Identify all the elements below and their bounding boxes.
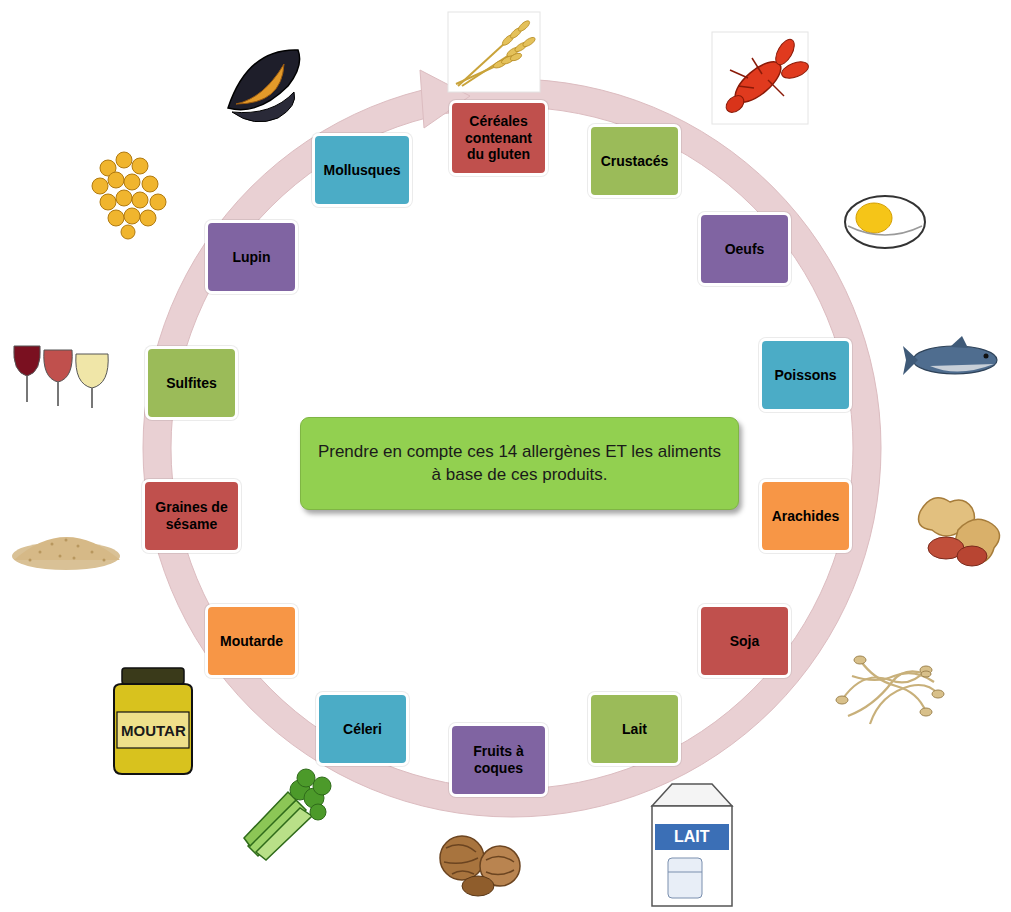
allergen-box: Sulfites: [145, 346, 238, 420]
mussel-icon: [228, 50, 300, 122]
allergen-box: Lait: [588, 692, 681, 766]
allergen-box: Arachides: [759, 479, 852, 553]
allergen-name: Soja: [730, 633, 760, 650]
allergen-box: Moutarde: [205, 604, 298, 678]
allergen-box: Graines de sésame: [142, 479, 241, 553]
allergen-box: Mollusques: [312, 133, 412, 207]
allergen-box: Soja: [698, 604, 791, 678]
allergen-name: Moutarde: [220, 633, 283, 650]
allergen-name: Céréales contenant du gluten: [457, 113, 540, 163]
allergen-box: Poissons: [759, 338, 852, 412]
allergen-box: Céréales contenant du gluten: [449, 100, 548, 176]
allergen-name: Arachides: [772, 508, 840, 525]
allergen-name: Sulfites: [166, 375, 217, 392]
wheat-icon: [448, 12, 540, 92]
walnut-icon: [440, 836, 520, 896]
cycle-ring: [143, 70, 881, 817]
allergen-name: Oeufs: [725, 241, 765, 258]
mustard-jar-icon: [114, 668, 192, 774]
allergen-name: Poissons: [774, 367, 836, 384]
allergen-name: Lait: [622, 721, 647, 738]
lobster-icon: [712, 32, 811, 124]
wine-glasses-icon: [14, 346, 108, 408]
peanut-icon: [919, 498, 1000, 566]
celery-icon: [244, 769, 331, 860]
fish-icon: [903, 336, 997, 375]
allergen-name: Graines de sésame: [150, 499, 233, 533]
allergen-box: Céleri: [316, 692, 409, 766]
message-text: Prendre en compte ces 14 allergènes ET l…: [315, 441, 724, 487]
jar-label-text: MOUTAR: [121, 723, 186, 738]
lupin-icon: [92, 152, 166, 239]
carton-label-text: LAIT: [674, 829, 710, 845]
allergen-box: Crustacés: [588, 124, 681, 198]
sesame-icon: [12, 537, 120, 570]
allergen-name: Mollusques: [323, 162, 400, 179]
allergen-name: Céleri: [343, 721, 382, 738]
allergen-box: Lupin: [205, 220, 298, 294]
allergen-name: Lupin: [232, 249, 270, 266]
allergen-name: Crustacés: [601, 153, 669, 170]
allergen-name: Fruits à coques: [457, 743, 540, 777]
message-box: Prendre en compte ces 14 allergènes ET l…: [300, 417, 739, 510]
soy-sprout-icon: [836, 656, 944, 724]
egg-icon: [845, 196, 925, 248]
allergen-box: Oeufs: [698, 212, 791, 286]
allergen-box: Fruits à coques: [449, 723, 548, 797]
milk-carton-icon: [652, 784, 732, 906]
